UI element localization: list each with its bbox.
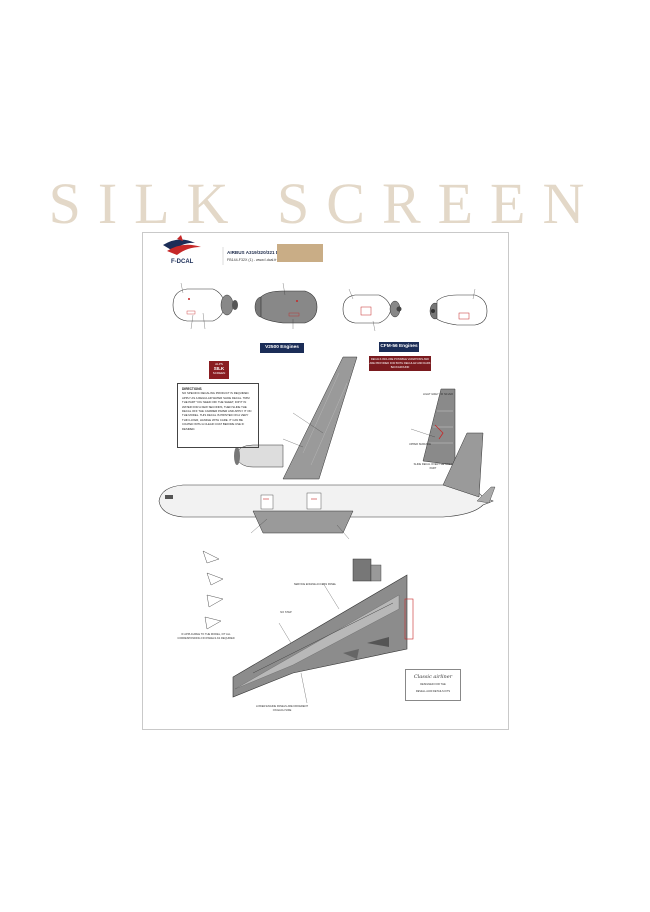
v2500-engines-label: V2500 Engines [260, 343, 304, 353]
f-dcal-logo-icon [163, 235, 201, 255]
badge-line-2: SILK [213, 365, 225, 371]
cfm56-engine-icon [429, 288, 488, 326]
note-service-engine: SERVICE ENGINE ACCESS PANEL [293, 583, 337, 586]
header-subtitle: FB144-F32X (1) - www.f-dcal.fr [227, 258, 277, 262]
cfm56-variations-note: DECALS INCLUDE POSSIBLE VARIATIONS AND A… [369, 356, 431, 371]
airliner-side-icon [158, 356, 496, 540]
note-light-grey: LIGHT GREY OR SILVER [423, 393, 453, 396]
silk-screen-banner: SILK SCREEN [48, 171, 602, 236]
directions-box: DIRECTIONS NO SPECIFIC DECALING PRODUCT … [177, 383, 259, 448]
classic-line-2: REVELL A320 DETAILS KITS [415, 689, 451, 693]
header-title: AIRBUS A319/320/321 DETAILS SET [227, 250, 306, 255]
header-spec-panel [277, 244, 323, 262]
note-upper-surface: UPPER SURFACE [409, 443, 431, 446]
vertical-fin-icon [410, 388, 456, 466]
wing-planform-icon [232, 558, 414, 704]
badge-line-1: ALPS [215, 362, 223, 366]
silk-screen-badge: ALPS SILK SCREEN [209, 361, 229, 379]
note-step: NO STEP [280, 611, 292, 614]
note-slide-decal: SLIDE DECAL OVER THE GREY PART [413, 463, 453, 470]
classic-airliner-box: Classic airliner DESIGNED FOR THE REVELL… [405, 669, 461, 701]
note-lower-panel: LOWER ENGINE PANELS ARE DIFFERENT ON EAC… [255, 705, 309, 712]
v2500-engine-icon [172, 282, 238, 330]
decal-instruction-sheet: F-DCAL [142, 232, 509, 730]
badge-line-3: SCREEN [212, 371, 226, 376]
logo-text: F-DCAL [171, 259, 194, 265]
arrow-decal-icon [202, 550, 224, 630]
v2500-engine-icon [254, 282, 318, 329]
directions-body: NO SPECIFIC DECALING PRODUCT IS REQUIRED… [182, 391, 252, 431]
note-fin-panels: IF APPLICABLE TO THE MODEL, FIT ALL CORR… [177, 633, 235, 640]
classic-line-1: DESIGNED FOR THE [420, 683, 446, 686]
classic-airliner-script: Classic airliner [413, 674, 453, 680]
cfm56-engine-icon [342, 288, 402, 332]
directions-title: DIRECTIONS [182, 387, 202, 391]
sheet-artwork: F-DCAL [158, 235, 496, 704]
cfm56-engines-label: CFM-56 Engines [379, 342, 419, 352]
